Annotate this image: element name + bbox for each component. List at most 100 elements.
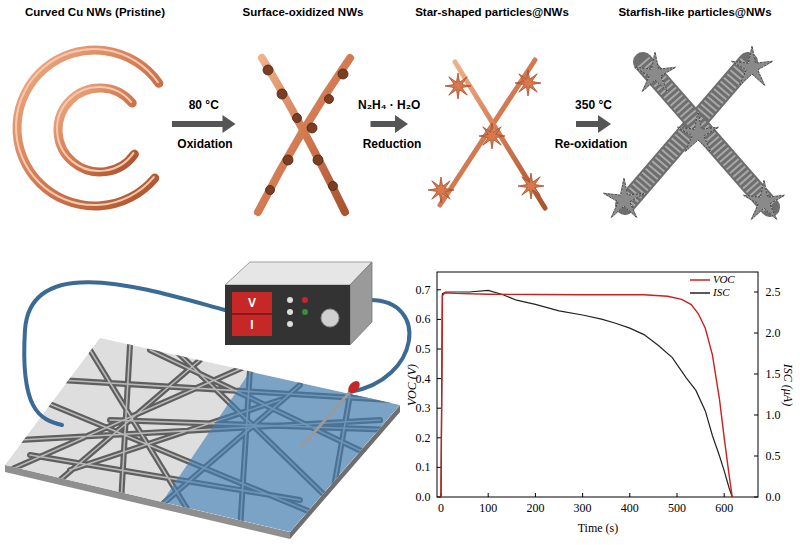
- oxidized-nanowires: [258, 58, 350, 212]
- tick-label: 0.5: [416, 342, 431, 357]
- arrow-head: [395, 115, 408, 133]
- art-polygon: [350, 262, 372, 345]
- legend-sample: [690, 280, 710, 282]
- step-label: Re-oxidation: [555, 137, 628, 151]
- tick-mark: [437, 408, 441, 409]
- art-circle: [325, 95, 334, 104]
- tick-label: 200: [526, 501, 544, 516]
- step-label: Reduction: [363, 137, 422, 151]
- art-line: [232, 313, 272, 315]
- tick-label: 2.5: [766, 285, 781, 300]
- art-path: [16, 49, 158, 205]
- art-circle: [307, 123, 317, 133]
- art-use: [445, 73, 471, 99]
- legend-text: VOC: [713, 273, 735, 285]
- tick-mark: [724, 493, 725, 497]
- art-ellipse: [346, 379, 362, 395]
- art-circle: [277, 89, 287, 99]
- axis-title: Time (s): [578, 521, 619, 536]
- art-polygon: [5, 338, 400, 532]
- process-arrow: [576, 115, 611, 133]
- device-illustration: [5, 262, 409, 539]
- stage-heading: Starfish-like particles@NWs: [614, 6, 776, 18]
- art-circle: [287, 321, 293, 327]
- tick-mark: [437, 467, 441, 468]
- tick-label: 0.5: [766, 449, 781, 464]
- art-circle: [321, 309, 339, 327]
- arrow-head: [223, 115, 236, 133]
- art-g: [263, 65, 348, 195]
- art-circle: [302, 309, 308, 315]
- tick-mark: [754, 333, 758, 334]
- axis-title: VOC (V): [405, 364, 420, 406]
- pristine-nanowires: [16, 49, 159, 206]
- tick-mark: [582, 493, 583, 497]
- art-circle: [263, 65, 273, 75]
- axis-ticks: [437, 290, 758, 497]
- tick-label: 2.0: [766, 326, 781, 341]
- legend-entry: VOC: [690, 273, 735, 285]
- art-polygon: [162, 372, 400, 533]
- art-polygon: [225, 262, 372, 285]
- art-circle: [283, 155, 293, 165]
- art-use: [515, 70, 541, 96]
- art-line: [625, 62, 748, 205]
- tick-label: 0.7: [416, 282, 431, 297]
- stage-heading: Star-shaped particles@NWs: [411, 6, 573, 18]
- tick-label: 600: [715, 501, 733, 516]
- art-use: [731, 46, 773, 86]
- art-use: [428, 177, 454, 203]
- art-circle: [302, 297, 308, 303]
- art-circle: [287, 297, 293, 303]
- tick-mark: [677, 493, 678, 497]
- stage-group: Surface-oxidized NWs: [239, 6, 368, 216]
- tick-mark: [754, 292, 758, 293]
- art-circle: [287, 309, 293, 315]
- tick-label: 0.0: [416, 490, 431, 505]
- process-arrow: [371, 115, 409, 133]
- art-use: [743, 180, 785, 220]
- art-circle: [338, 69, 348, 79]
- stage-heading: Curved Cu NWs (Pristine): [21, 6, 169, 18]
- tick-mark: [535, 493, 536, 497]
- legend-line: [690, 289, 710, 297]
- arrow-shaft: [172, 121, 224, 127]
- tick-mark: [754, 415, 758, 416]
- tick-label: 0.1: [416, 460, 431, 475]
- tick-mark: [437, 319, 441, 320]
- plot-frame: [437, 272, 758, 497]
- art-use: [677, 112, 719, 152]
- tick-label: 1.0: [766, 408, 781, 423]
- art-use: [634, 52, 676, 92]
- legend-sample: [690, 293, 710, 295]
- voc-curve: [441, 293, 732, 497]
- art-path: [24, 282, 225, 425]
- process-arrow: [172, 115, 236, 133]
- art-rect: [225, 285, 350, 345]
- condition-label: N₂H₄ · H₂O: [356, 98, 422, 112]
- tick-mark: [488, 493, 489, 497]
- stage-group: Curved Cu NWs (Pristine): [21, 6, 169, 216]
- art-circle: [313, 155, 323, 165]
- tick-mark: [629, 493, 630, 497]
- art-line: [455, 62, 545, 208]
- tick-label: 0.2: [416, 430, 431, 445]
- art-circle: [293, 114, 302, 123]
- tick-label: 0.0: [766, 490, 781, 505]
- display-letter: V: [248, 296, 256, 310]
- legend-text: ISC: [713, 286, 730, 298]
- tick-mark: [437, 349, 441, 350]
- arrow-shaft: [576, 121, 599, 127]
- art-use: [518, 173, 544, 199]
- tick-mark: [437, 378, 441, 379]
- art-path: [258, 58, 350, 212]
- arrow-head: [598, 115, 611, 133]
- art-g: [10, 345, 400, 532]
- art-rect: [232, 292, 272, 336]
- condition-label: 80 °C: [187, 98, 221, 112]
- legend-line: [690, 276, 710, 284]
- tick-label: 1.5: [766, 367, 781, 382]
- tick-mark: [754, 497, 758, 498]
